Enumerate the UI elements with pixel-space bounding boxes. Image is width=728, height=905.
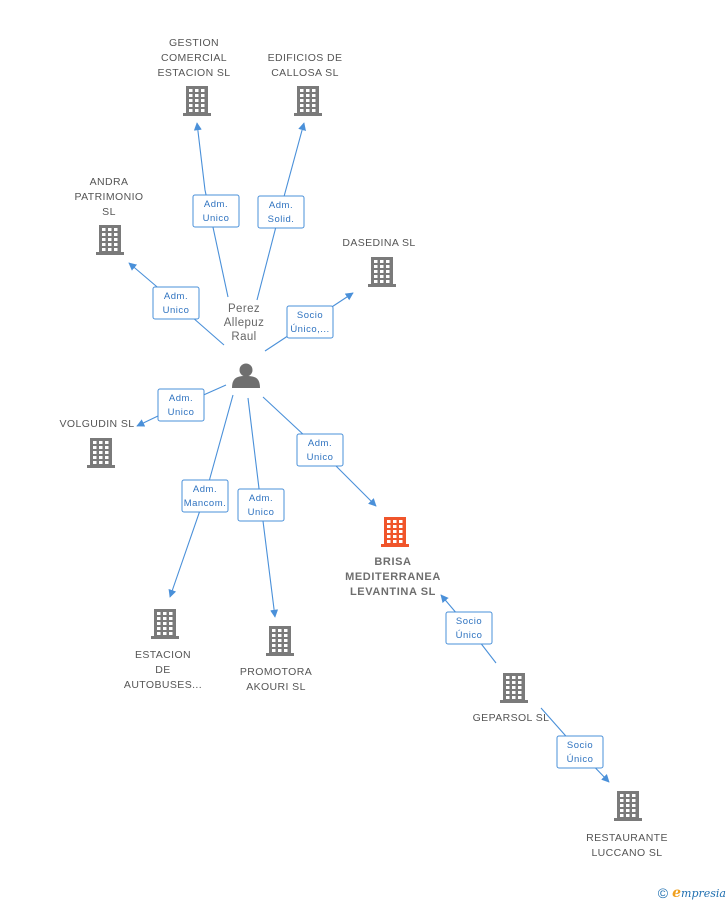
role-text: Solid. (268, 214, 295, 225)
edge-label-person-to-andra[interactable]: Adm. Unico (152, 286, 200, 320)
company-name-line: LEVANTINA SL (350, 586, 436, 598)
company-node-edificios[interactable]: EDIFICIOS DE CALLOSA SL (268, 52, 343, 116)
role-text: Adm. (164, 291, 188, 302)
role-text: Mancom. (184, 498, 227, 509)
person-icon[interactable] (232, 363, 260, 389)
role-badge (257, 195, 305, 229)
role-badge (296, 433, 344, 467)
building-icon[interactable] (87, 438, 115, 468)
person-name-line: Raul (231, 331, 256, 343)
building-icon[interactable] (151, 609, 179, 639)
company-node-gestion[interactable]: GESTION COMERCIAL ESTACION SL (157, 37, 230, 116)
role-text: Único (567, 754, 594, 765)
person-name-line: Allepuz (224, 317, 265, 329)
company-node-brisa[interactable]: BRISA MEDITERRANEA LEVANTINA SL (345, 517, 441, 598)
company-name-line: DASEDINA SL (342, 237, 415, 249)
edge-label-person-to-promotora[interactable]: Adm. Unico (237, 488, 285, 522)
role-text: Socio (456, 616, 482, 627)
company-node-restaurante[interactable]: RESTAURANTE LUCCANO SL (586, 791, 668, 859)
role-text: Adm. (269, 200, 293, 211)
building-icon[interactable] (266, 626, 294, 656)
building-icon[interactable] (96, 225, 124, 255)
role-badge (556, 735, 604, 769)
company-node-estacion[interactable]: ESTACION DE AUTOBUSES... (124, 609, 202, 691)
company-name-line: MEDITERRANEA (345, 571, 441, 583)
role-text: Adm. (249, 493, 273, 504)
role-text: Adm. (204, 199, 228, 210)
company-name-line: CALLOSA SL (271, 67, 339, 79)
company-name-line: GEPARSOL SL (473, 712, 550, 724)
role-text: Socio (297, 310, 323, 321)
role-text: Adm. (308, 438, 332, 449)
role-text: Único,... (290, 324, 329, 335)
role-badge (181, 479, 229, 513)
edge-label-person-to-gestion[interactable]: Adm. Unico (192, 194, 240, 228)
company-name-line: AKOURI SL (246, 681, 306, 693)
company-name-line: EDIFICIOS DE (268, 52, 343, 64)
footer-brand[interactable]: © empresia (658, 885, 726, 901)
edge-label-person-to-brisa[interactable]: Adm. Unico (296, 433, 344, 467)
company-name-line: VOLGUDIN SL (59, 418, 134, 430)
company-name-line: ESTACION (135, 649, 191, 661)
company-name-line: PROMOTORA (240, 666, 312, 678)
company-name-line: DE (155, 664, 170, 676)
edge-label-person-to-dasedina[interactable]: SocioÚnico,... (286, 305, 334, 339)
building-icon[interactable] (294, 86, 322, 116)
role-badge (192, 194, 240, 228)
company-name-line: COMERCIAL (161, 52, 227, 64)
company-name-line: PATRIMONIO (75, 191, 144, 203)
role-text: Unico (307, 452, 334, 463)
edge-label-person-to-estacion[interactable]: Adm. Mancom. (181, 479, 229, 513)
company-node-andra[interactable]: ANDRA PATRIMONIO SL (75, 176, 144, 255)
building-icon[interactable] (368, 257, 396, 287)
role-text: Unico (248, 507, 275, 518)
company-name-line: GESTION (169, 37, 219, 49)
role-text: Único (456, 630, 483, 641)
edge-person-to-gestion (193, 122, 229, 298)
role-text: Adm. (169, 393, 193, 404)
role-text: Socio (567, 740, 593, 751)
company-name-line: AUTOBUSES... (124, 679, 202, 691)
company-name-line: LUCCANO SL (591, 847, 662, 859)
company-name-line: BRISA (374, 556, 411, 568)
building-icon[interactable] (183, 86, 211, 116)
company-node-geparsol[interactable]: GEPARSOL SL (473, 673, 550, 724)
role-badge (445, 611, 493, 645)
role-badge (286, 305, 334, 339)
focus-building-icon[interactable] (381, 517, 409, 547)
empresia-logo: empresia (672, 885, 726, 901)
role-badge (152, 286, 200, 320)
company-node-dasedina[interactable]: DASEDINA SL (342, 237, 415, 287)
edge-label-person-to-edificios[interactable]: Adm. Solid. (257, 195, 305, 229)
person-name-line: Perez (228, 303, 260, 315)
building-icon[interactable] (500, 673, 528, 703)
edge-label-person-to-volgudin[interactable]: Adm. Unico (157, 388, 205, 422)
building-icon[interactable] (614, 791, 642, 821)
role-text: Unico (163, 305, 190, 316)
role-text: Unico (203, 213, 230, 224)
copyright-symbol: © (657, 885, 669, 901)
role-text: Unico (168, 407, 195, 418)
company-node-volgudin[interactable]: VOLGUDIN SL (59, 418, 134, 468)
role-badge (157, 388, 205, 422)
company-name-line: ANDRA (90, 176, 129, 188)
role-badge (237, 488, 285, 522)
role-text: Adm. (193, 484, 217, 495)
company-name-line: ESTACION SL (157, 67, 230, 79)
company-node-promotora[interactable]: PROMOTORA AKOURI SL (240, 626, 312, 693)
company-name-line: SL (102, 206, 116, 218)
company-name-line: RESTAURANTE (586, 832, 668, 844)
